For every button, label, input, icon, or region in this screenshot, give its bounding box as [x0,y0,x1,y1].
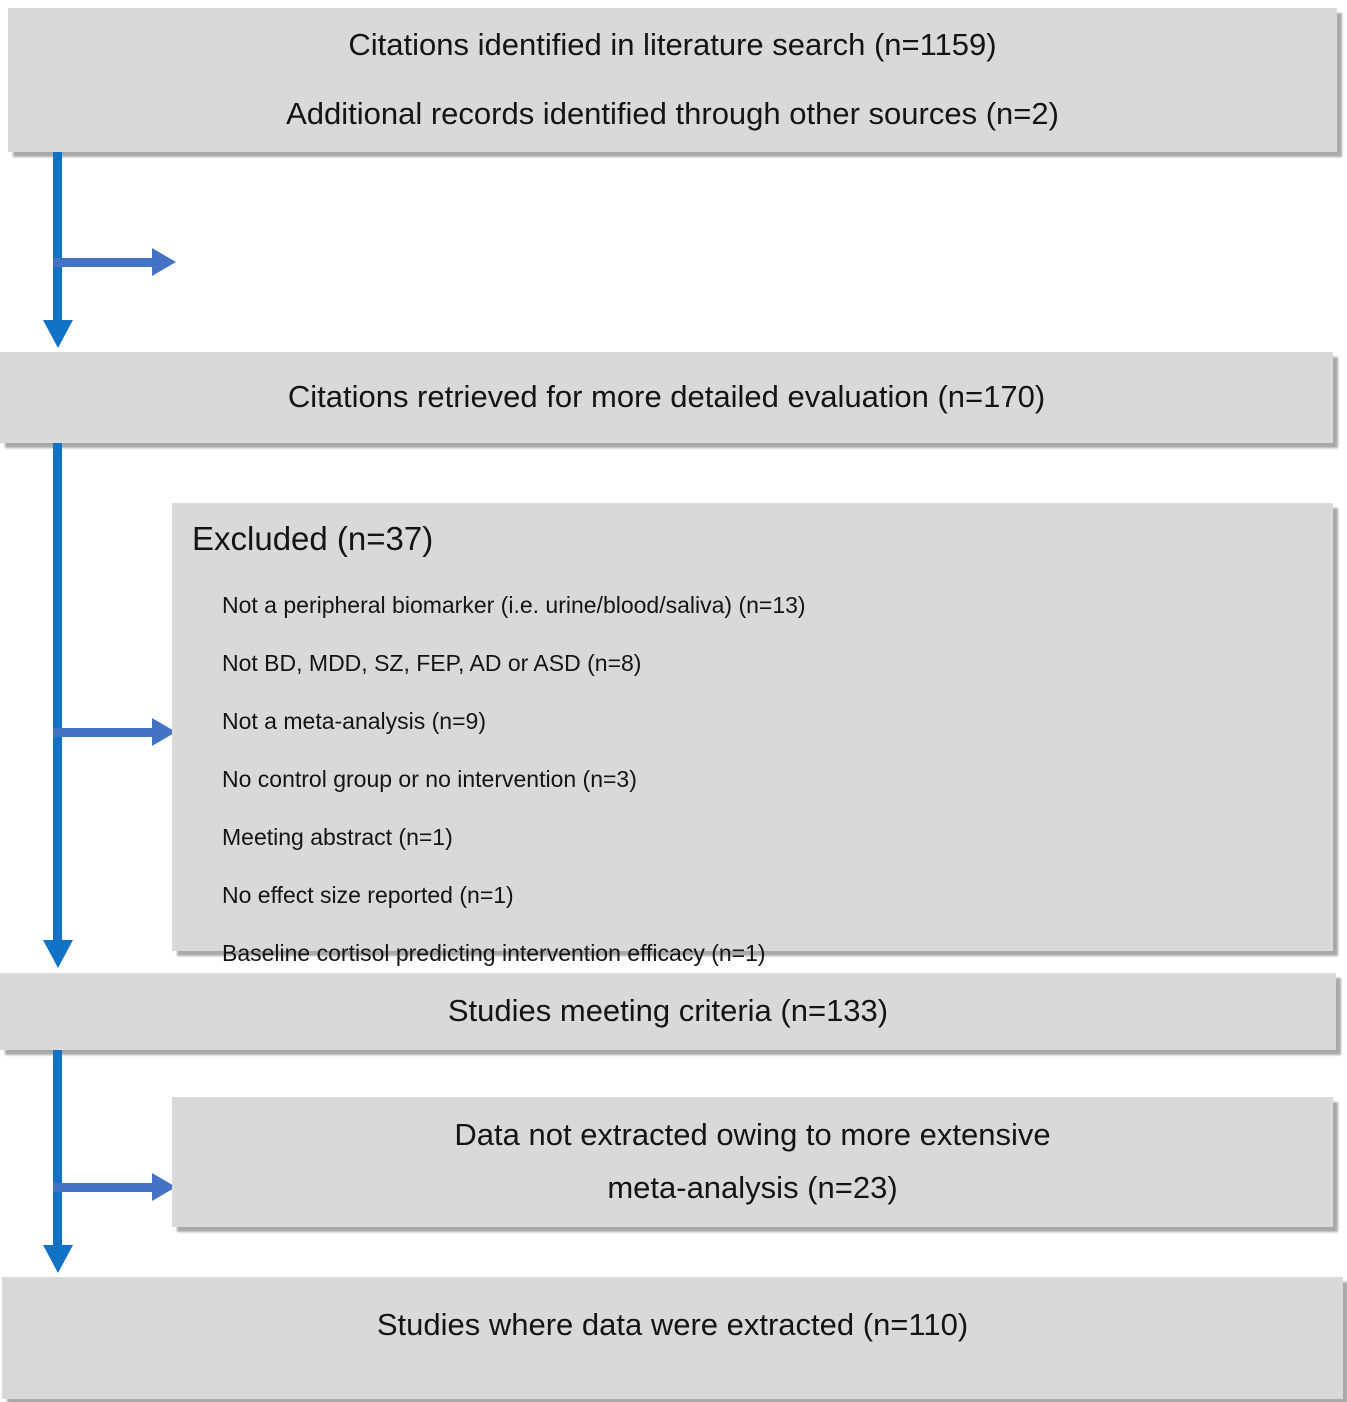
flow-down-arrowhead-2 [43,940,73,968]
flow-down-line-3 [53,1050,62,1245]
branch-arrowhead-1 [152,248,176,276]
flow-down-arrowhead-1 [43,320,73,348]
box-studies-meeting-criteria: Studies meeting criteria (n=133) [0,973,1336,1050]
excluded-item: Not a meta-analysis (n=9) [222,708,486,734]
excluded-item: No effect size reported (n=1) [222,882,514,908]
branch-arrow-shaft-2 [53,728,152,737]
data-not-extracted-line1: Data not extracted owing to more extensi… [454,1117,1051,1153]
excluded-items-list: Not a peripheral biomarker (i.e. urine/b… [222,592,1317,999]
studies-meeting-criteria-label: Studies meeting criteria (n=133) [447,993,889,1029]
excluded-title: Excluded (n=37) [192,520,434,557]
branch-arrow-shaft-1 [53,258,152,267]
excluded-item: Not a peripheral biomarker (i.e. urine/b… [222,592,806,618]
citations-retrieved-label: Citations retrieved for more detailed ev… [287,379,1046,415]
additional-records-line: Additional records identified through ot… [286,96,1059,131]
excluded-item: Baseline cortisol predicting interventio… [222,940,766,966]
excluded-item: Meeting abstract (n=1) [222,824,453,850]
box-citations-identified: Citations identified in literature searc… [8,8,1337,152]
data-not-extracted-line2: meta-analysis (n=23) [607,1170,898,1205]
box-citations-retrieved: Citations retrieved for more detailed ev… [0,352,1333,443]
flow-down-line-1 [53,152,62,320]
flow-down-line-2 [53,443,62,940]
box-studies-data-extracted: Studies where data were extracted (n=110… [2,1277,1343,1399]
box-data-not-extracted: Data not extracted owing to more extensi… [172,1097,1333,1227]
excluded-item: Not BD, MDD, SZ, FEP, AD or ASD (n=8) [222,650,642,676]
branch-arrow-shaft-3 [53,1183,152,1192]
citations-identified-line: Citations identified in literature searc… [348,27,997,63]
box-excluded: Excluded (n=37) Not a peripheral biomark… [172,503,1333,966]
excluded-item: No control group or no intervention (n=3… [222,766,637,792]
flow-down-arrowhead-3 [43,1245,73,1273]
studies-data-extracted-label: Studies where data were extracted (n=110… [376,1306,969,1342]
